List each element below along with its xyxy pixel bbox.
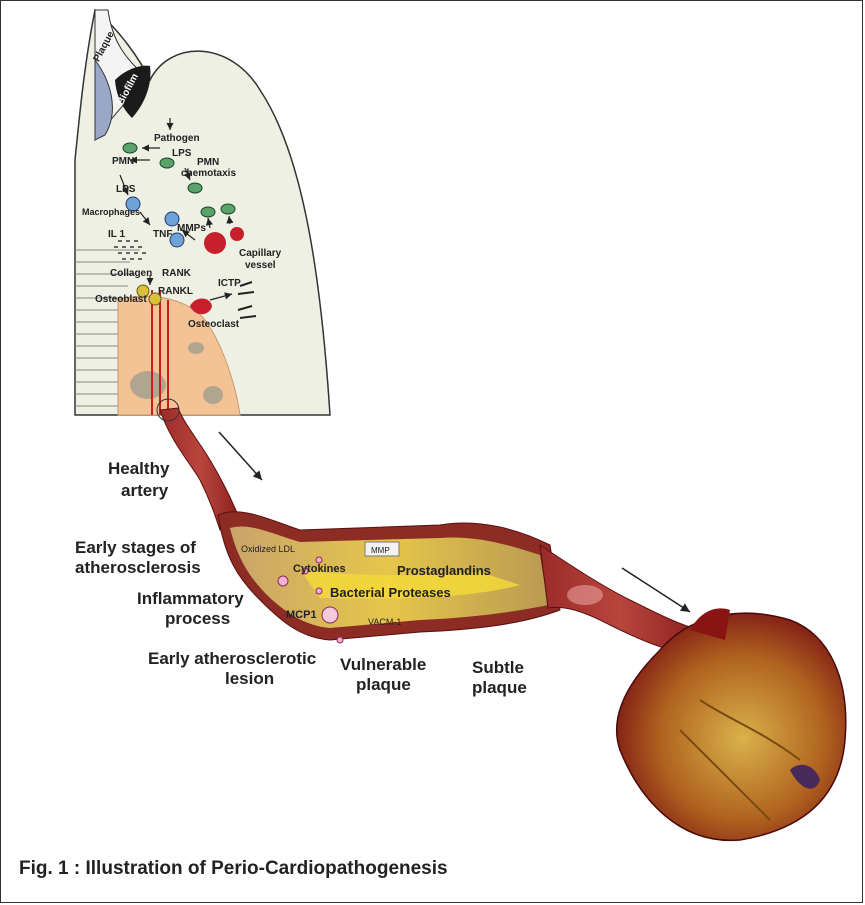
- rank-label: RANK: [162, 268, 192, 279]
- pmn-cell-icon: [160, 158, 174, 168]
- pmn-cell-icon: [188, 183, 202, 193]
- figure-caption: Fig. 1 : Illustration of Perio-Cardiopat…: [19, 858, 448, 880]
- pmn-chemotaxis-label-2: chemotaxis: [181, 168, 236, 179]
- lps-top-label: LPS: [172, 148, 192, 159]
- osteoclast-label: Osteoclast: [188, 319, 240, 330]
- cell-marker-icon: [337, 637, 343, 643]
- bone-lacuna: [188, 342, 204, 354]
- capillary-label-1: Capillary: [239, 248, 282, 259]
- vacm1-label: VACM-1: [368, 617, 401, 627]
- early-lesion-label-2: lesion: [225, 669, 274, 688]
- cytokines-label: Cytokines: [293, 563, 346, 575]
- healthy-artery-label-2: artery: [121, 481, 169, 500]
- pathogen-label: Pathogen: [154, 133, 200, 144]
- mcp1-label: MCP1: [286, 609, 317, 621]
- cell-marker-icon: [316, 588, 322, 594]
- artery-panel: Oxidized LDL MMP Cytokines Prostaglandin…: [157, 399, 700, 655]
- bone-lacuna: [203, 386, 223, 404]
- lps-left-label: LPS: [116, 184, 136, 195]
- pmn-cell-icon: [201, 207, 215, 217]
- vulnerable-plaque-label-1: Vulnerable: [340, 655, 426, 674]
- vulnerable-plaque-label-2: plaque: [356, 675, 411, 694]
- pmn-chemotaxis-label-1: PMN: [197, 157, 219, 168]
- il1-label: IL 1: [108, 229, 125, 240]
- tnf-label: TNF: [153, 229, 172, 240]
- subtle-plaque-label-2: plaque: [472, 678, 527, 697]
- capillary-vessel-icon: [230, 227, 244, 241]
- inflammatory-label-2: process: [165, 609, 230, 628]
- early-lesion-label-1: Early atherosclerotic: [148, 649, 316, 668]
- collagen-label: Collagen: [110, 268, 152, 279]
- mmps-label: MMPs: [177, 223, 206, 234]
- pmn-cell-icon: [123, 143, 137, 153]
- pmn-label: PMN: [112, 156, 134, 167]
- artery-highlight: [567, 585, 603, 605]
- bacterial-proteases-label: Bacterial Proteases: [330, 585, 451, 600]
- periodontal-panel: Plaque Biofilm Pathogen LPS PMN PMN chem…: [75, 10, 330, 415]
- rankl-label: RANKL: [158, 286, 193, 297]
- cell-marker-icon: [278, 576, 288, 586]
- inflammatory-label-1: Inflammatory: [137, 589, 244, 608]
- heart-shape: [617, 613, 846, 840]
- mmp-label: MMP: [371, 546, 390, 555]
- pmn-cell-icon: [221, 204, 235, 214]
- early-stages-label-1: Early stages of: [75, 538, 196, 557]
- ictp-label: ICTP: [218, 278, 241, 289]
- cell-marker-icon: [322, 607, 338, 623]
- capillary-label-2: vessel: [245, 260, 276, 271]
- direction-arrow: [219, 432, 262, 480]
- prostaglandins-label: Prostaglandins: [397, 563, 491, 578]
- healthy-artery-label-1: Healthy: [108, 459, 170, 478]
- capillary-vessel-icon: [204, 232, 226, 254]
- oxidized-ldl-label: Oxidized LDL: [241, 544, 295, 554]
- osteoblast-label: Osteoblast: [95, 294, 147, 305]
- subtle-plaque-label-1: Subtle: [472, 658, 524, 677]
- early-stages-label-2: atherosclerosis: [75, 558, 201, 577]
- macrophages-label: Macrophages: [82, 207, 140, 217]
